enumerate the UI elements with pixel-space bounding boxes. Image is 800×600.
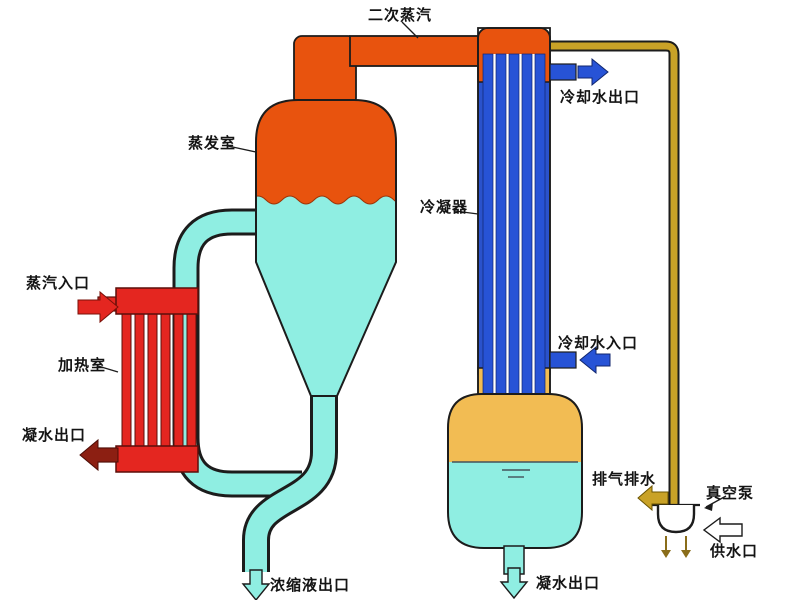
steam-inlet-arrow bbox=[77, 290, 119, 324]
label-condensate-outlet-right: 凝水出口 bbox=[536, 574, 601, 592]
condenser-tube bbox=[482, 53, 494, 405]
heater-tube bbox=[134, 301, 145, 459]
label-condenser: 冷凝器 bbox=[420, 198, 469, 216]
label-steam-inlet: 蒸汽入口 bbox=[26, 274, 91, 292]
concentrate-pipe bbox=[242, 388, 338, 572]
circulation-loop-pipe bbox=[172, 208, 302, 498]
receiver-fill bbox=[448, 394, 582, 548]
label-water-supply: 供水口 bbox=[710, 542, 759, 560]
heater-tube bbox=[147, 301, 158, 459]
pointer-secondary-steam bbox=[401, 21, 419, 39]
heater-top-header bbox=[115, 287, 199, 315]
receiver-outline bbox=[447, 393, 583, 549]
label-concentrate-outlet: 浓缩液出口 bbox=[270, 576, 351, 594]
pump-drain-arrow bbox=[661, 550, 671, 558]
evaporator-outline bbox=[255, 99, 397, 397]
label-condensate-outlet-left: 凝水出口 bbox=[22, 426, 87, 444]
pointer-heating-chamber bbox=[97, 365, 119, 373]
condenser-tube bbox=[521, 53, 533, 405]
condenser-tube bbox=[534, 53, 546, 405]
concentrate-pipe-fill bbox=[245, 388, 335, 572]
condenser-tube bbox=[508, 53, 520, 405]
condensate-outlet-arrow-right bbox=[499, 567, 529, 600]
pointer-condenser bbox=[454, 210, 479, 215]
pump-drain-arrow bbox=[681, 550, 691, 558]
receiver-gas-space bbox=[448, 394, 582, 462]
heating-chamber bbox=[97, 287, 199, 473]
heater-tube bbox=[173, 301, 184, 459]
label-cooling-water-inlet: 冷却水入口 bbox=[558, 334, 639, 352]
cooling-water-outlet-arrow bbox=[577, 57, 609, 87]
vacuum-line bbox=[544, 40, 680, 504]
receiver-liquid bbox=[448, 462, 582, 548]
loop-pipe-fill bbox=[175, 211, 302, 495]
condensate-outlet-arrow bbox=[79, 438, 119, 472]
pointer-vacuum-pump-head bbox=[704, 503, 713, 511]
exhaust-drain-arrow bbox=[637, 484, 669, 512]
label-exhaust-drain: 排气排水 bbox=[592, 470, 657, 488]
pointer-evaporation-chamber bbox=[227, 145, 257, 153]
heater-tube bbox=[186, 301, 197, 459]
label-heating-chamber: 加热室 bbox=[58, 356, 107, 374]
pump-bowl bbox=[656, 505, 696, 534]
label-evaporation-chamber: 蒸发室 bbox=[188, 134, 237, 152]
evaporator-neck bbox=[293, 35, 357, 107]
secondary-steam-duct bbox=[293, 35, 483, 107]
vacuum-pipe-fill bbox=[544, 42, 678, 504]
condensate-receiver bbox=[447, 393, 583, 575]
vapor-pipe-joint bbox=[352, 38, 480, 64]
heater-bottom-header bbox=[115, 445, 199, 473]
evaporator-vapor-space bbox=[256, 100, 396, 205]
vacuum-pump bbox=[652, 503, 700, 558]
label-secondary-steam: 二次蒸汽 bbox=[368, 6, 433, 24]
heater-tube bbox=[160, 301, 171, 459]
cooling-water-inlet-arrow bbox=[579, 345, 611, 375]
label-vacuum-pump: 真空泵 bbox=[706, 484, 755, 502]
cooling-inlet-stub bbox=[549, 351, 577, 369]
evaporator-vessel bbox=[255, 99, 397, 397]
label-cooling-water-outlet: 冷却水出口 bbox=[560, 88, 641, 106]
water-supply-arrow bbox=[702, 516, 743, 544]
cooling-outlet-stub bbox=[549, 63, 577, 81]
concentrate-outlet-arrow bbox=[241, 569, 271, 600]
heater-tube bbox=[121, 301, 132, 459]
condenser-tube bbox=[495, 53, 507, 405]
